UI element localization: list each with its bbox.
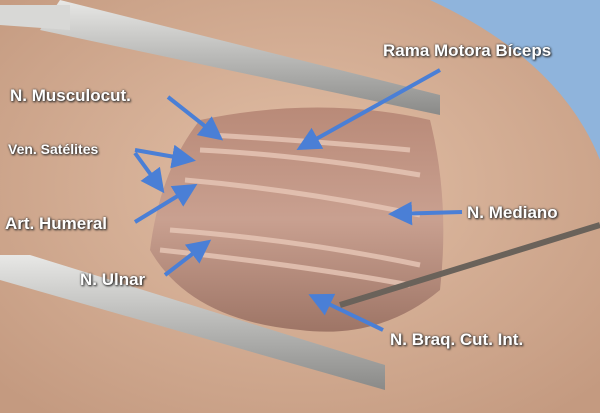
nerves bbox=[159, 132, 421, 288]
label-musculocut: N. Musculocut. bbox=[10, 86, 131, 105]
drape bbox=[430, 0, 600, 160]
arrow-mediano bbox=[388, 201, 463, 226]
label-rama-motora: Rama Motora Bíceps bbox=[383, 41, 552, 60]
retractor-top-handle bbox=[0, 5, 70, 30]
retractor-bottom bbox=[0, 255, 385, 390]
label-braq-cut: N. Braq. Cut. Int. bbox=[390, 330, 524, 349]
label-art-humeral: Art. Humeral bbox=[5, 214, 108, 233]
arrow-ven-satelites-1 bbox=[134, 144, 196, 169]
arrow-braq-cut bbox=[308, 293, 384, 332]
arrow-ven-satelites-2 bbox=[133, 151, 165, 194]
label-mediano: N. Mediano bbox=[467, 203, 558, 222]
label-ulnar: N. Ulnar bbox=[80, 270, 146, 289]
arrow-musculocut bbox=[166, 95, 224, 141]
probe-instrument bbox=[339, 222, 600, 308]
retractor-top bbox=[40, 0, 440, 115]
arrow-rama-motora bbox=[296, 68, 441, 150]
label-ven-satelites: Ven. Satélites bbox=[8, 141, 99, 157]
arrow-art-humeral bbox=[133, 183, 198, 224]
arrow-ulnar bbox=[163, 239, 212, 277]
